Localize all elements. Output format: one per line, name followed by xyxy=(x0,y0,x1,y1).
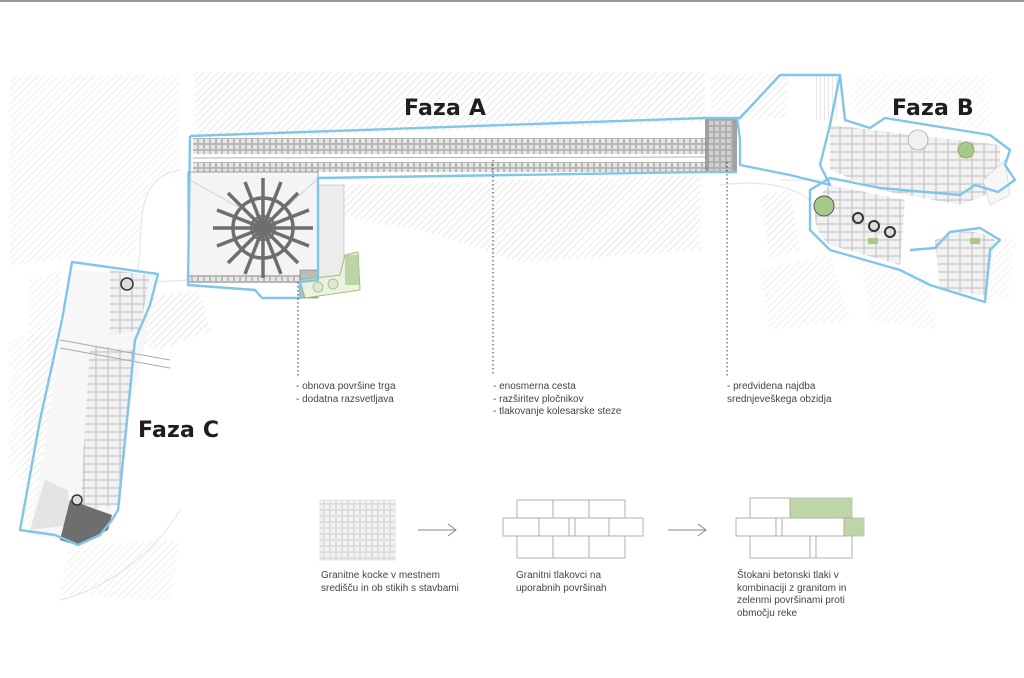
phase-a-outline xyxy=(189,73,842,187)
note-wall-line-1: - predvidena najdba xyxy=(727,381,816,392)
note-square-line-1: - obnova površine trga xyxy=(296,381,396,392)
note-square-line-2: - dodatna razsvetljava xyxy=(296,393,394,405)
note-square: - obnova površine trga - dodatna razsvet… xyxy=(296,381,396,406)
legend-swatch-cobblestone xyxy=(319,499,396,561)
phase-outlines xyxy=(18,73,1017,547)
note-street-line-3: - tlakovanje kolesarske steze xyxy=(493,406,622,417)
legend-caption-granite-slabs: Granitni tlakovci na uporabnih površinah xyxy=(516,570,607,594)
arrow-2 xyxy=(668,523,707,537)
phase-a-label: Faza A xyxy=(404,96,487,121)
legend-swatch-granite-slabs xyxy=(502,499,644,559)
note-wall-line-2: srednjeveškega obzidja xyxy=(727,393,832,405)
square-radial-pattern xyxy=(213,178,313,278)
phase-c-outline xyxy=(18,260,160,547)
phase-b-plaza xyxy=(813,75,1011,295)
leader-lines xyxy=(297,160,728,376)
phase-a-street xyxy=(187,118,737,299)
note-wall: - predvidena najdba srednjeveškega obzid… xyxy=(727,381,832,406)
building-context xyxy=(10,72,1015,600)
legend-caption-cobblestone: Granitne kocke v mestnem središču in ob … xyxy=(321,570,459,594)
note-street-line-2: - razširitev pločnikov xyxy=(493,393,584,405)
phase-c-label: Faza C xyxy=(138,418,220,443)
legend-caption-concrete-mix: Štokani betonski tlaki v kombinaciji z g… xyxy=(737,570,847,619)
phase-b-label: Faza B xyxy=(892,96,974,121)
arrow-1 xyxy=(418,523,457,537)
legend-swatch-concrete-mix xyxy=(735,497,865,559)
note-street-line-1: - enosmerna cesta xyxy=(493,381,576,392)
phase-c-strip xyxy=(30,270,171,545)
note-street: - enosmerna cesta - razširitev pločnikov… xyxy=(493,381,621,419)
phase-b-outline xyxy=(808,74,1017,304)
